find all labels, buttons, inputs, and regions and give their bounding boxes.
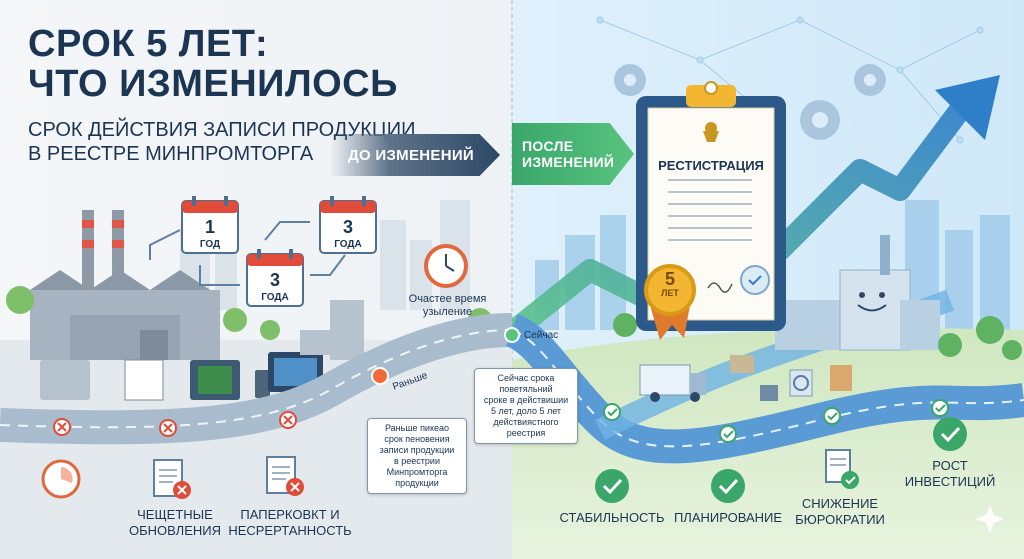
after-outcome-4-label: РОСТ ИНВЕСТИЦИЙ	[904, 458, 996, 489]
calendar-1-unit: ГОД	[200, 239, 220, 250]
timeline-now-label: Сейчас	[524, 330, 559, 341]
page-title: СРОК 5 ЛЕТ: ЧТО ИЗМЕНИЛОСЬ	[28, 23, 398, 105]
check-icon-investment	[933, 417, 967, 451]
after-outcome-2-label: ПЛАНИРОВАНИЕ	[673, 510, 783, 525]
banner-after-label: ПОСЛЕ ИЗМЕНЕНИЙ	[522, 138, 615, 170]
calendar-icon-2: 3 ГОДА	[246, 249, 304, 307]
trees-right	[613, 313, 1022, 360]
factory-right	[775, 235, 940, 351]
medal-number: 5	[664, 269, 675, 289]
calendar-2-number: 3	[270, 270, 280, 290]
sparkle-icon	[976, 505, 1004, 533]
before-outcome-1-label: ЧЕЩЕТНЫЕ ОБНОВЛЕНИЯ	[129, 507, 221, 538]
timer-icon	[41, 459, 81, 499]
after-outcome-3-label: СНИЖЕНИЕ БЮРОКРАТИИ	[795, 496, 885, 527]
devices-left	[40, 300, 364, 401]
after-outcome-1-label: СТАБИЛЬНОСТЬ	[559, 510, 665, 525]
clock-label: Очастее время узыление	[408, 293, 487, 318]
calendar-3-unit: ГОДА	[334, 239, 362, 250]
calendar-2-unit: ГОДА	[261, 292, 289, 303]
before-outcome-2-label: ПАПЕРКОВКТ И НЕСРЕРТАННОСТЬ	[228, 507, 352, 538]
growth-arrow-head	[935, 75, 1000, 140]
calendar-connectors	[149, 221, 346, 286]
clock-icon	[424, 244, 468, 288]
calendar-icon-3: 3 ГОДА	[319, 196, 377, 254]
medal-unit: ЛЕТ	[661, 288, 679, 298]
calendar-1-number: 1	[205, 217, 215, 237]
document-error-icon-1	[153, 459, 191, 499]
road-checkpoints-left	[53, 327, 520, 437]
calendar-icon-1: 1 ГОД	[181, 196, 239, 254]
vehicles-right	[639, 355, 852, 402]
document-error-icon-2	[266, 456, 304, 496]
timeline-road-dash-right	[511, 329, 1024, 448]
title-block: СРОК 5 ЛЕТ: ЧТО ИЗМЕНИЛОСЬ СРОК ДЕЙСТВИЯ…	[28, 24, 448, 166]
factory-left	[30, 210, 220, 360]
banner-before-label: ДО ИЗМЕНЕНИЙ	[347, 146, 474, 164]
calendar-3-number: 3	[343, 217, 353, 237]
road-checkpoints-right	[603, 399, 949, 443]
banner-after-changes: ПОСЛЕ ИЗМЕНЕНИЙ	[512, 123, 634, 185]
medal: 5 ЛЕТ	[646, 270, 694, 298]
now-callout: Сейчас срока поветяльний сроке в действи…	[474, 368, 578, 444]
check-icon-planning	[711, 469, 745, 503]
banner-before-changes: ДО ИЗМЕНЕНИЙ	[330, 134, 500, 176]
document-title: РЕСТИСТРАЦИЯ	[658, 158, 764, 173]
timeline-road-dash-left	[0, 329, 513, 429]
page-subtitle: СРОК ДЕЙСТВИЯ ЗАПИСИ ПРОДУКЦИИ В РЕЕСТРЕ…	[28, 119, 416, 165]
past-callout: Раньше пикеао срок пеновения записи прод…	[367, 418, 467, 494]
check-icon-stability	[595, 469, 629, 503]
registration-document	[636, 81, 786, 340]
document-check-icon	[825, 449, 859, 489]
gear-icon	[614, 64, 886, 140]
